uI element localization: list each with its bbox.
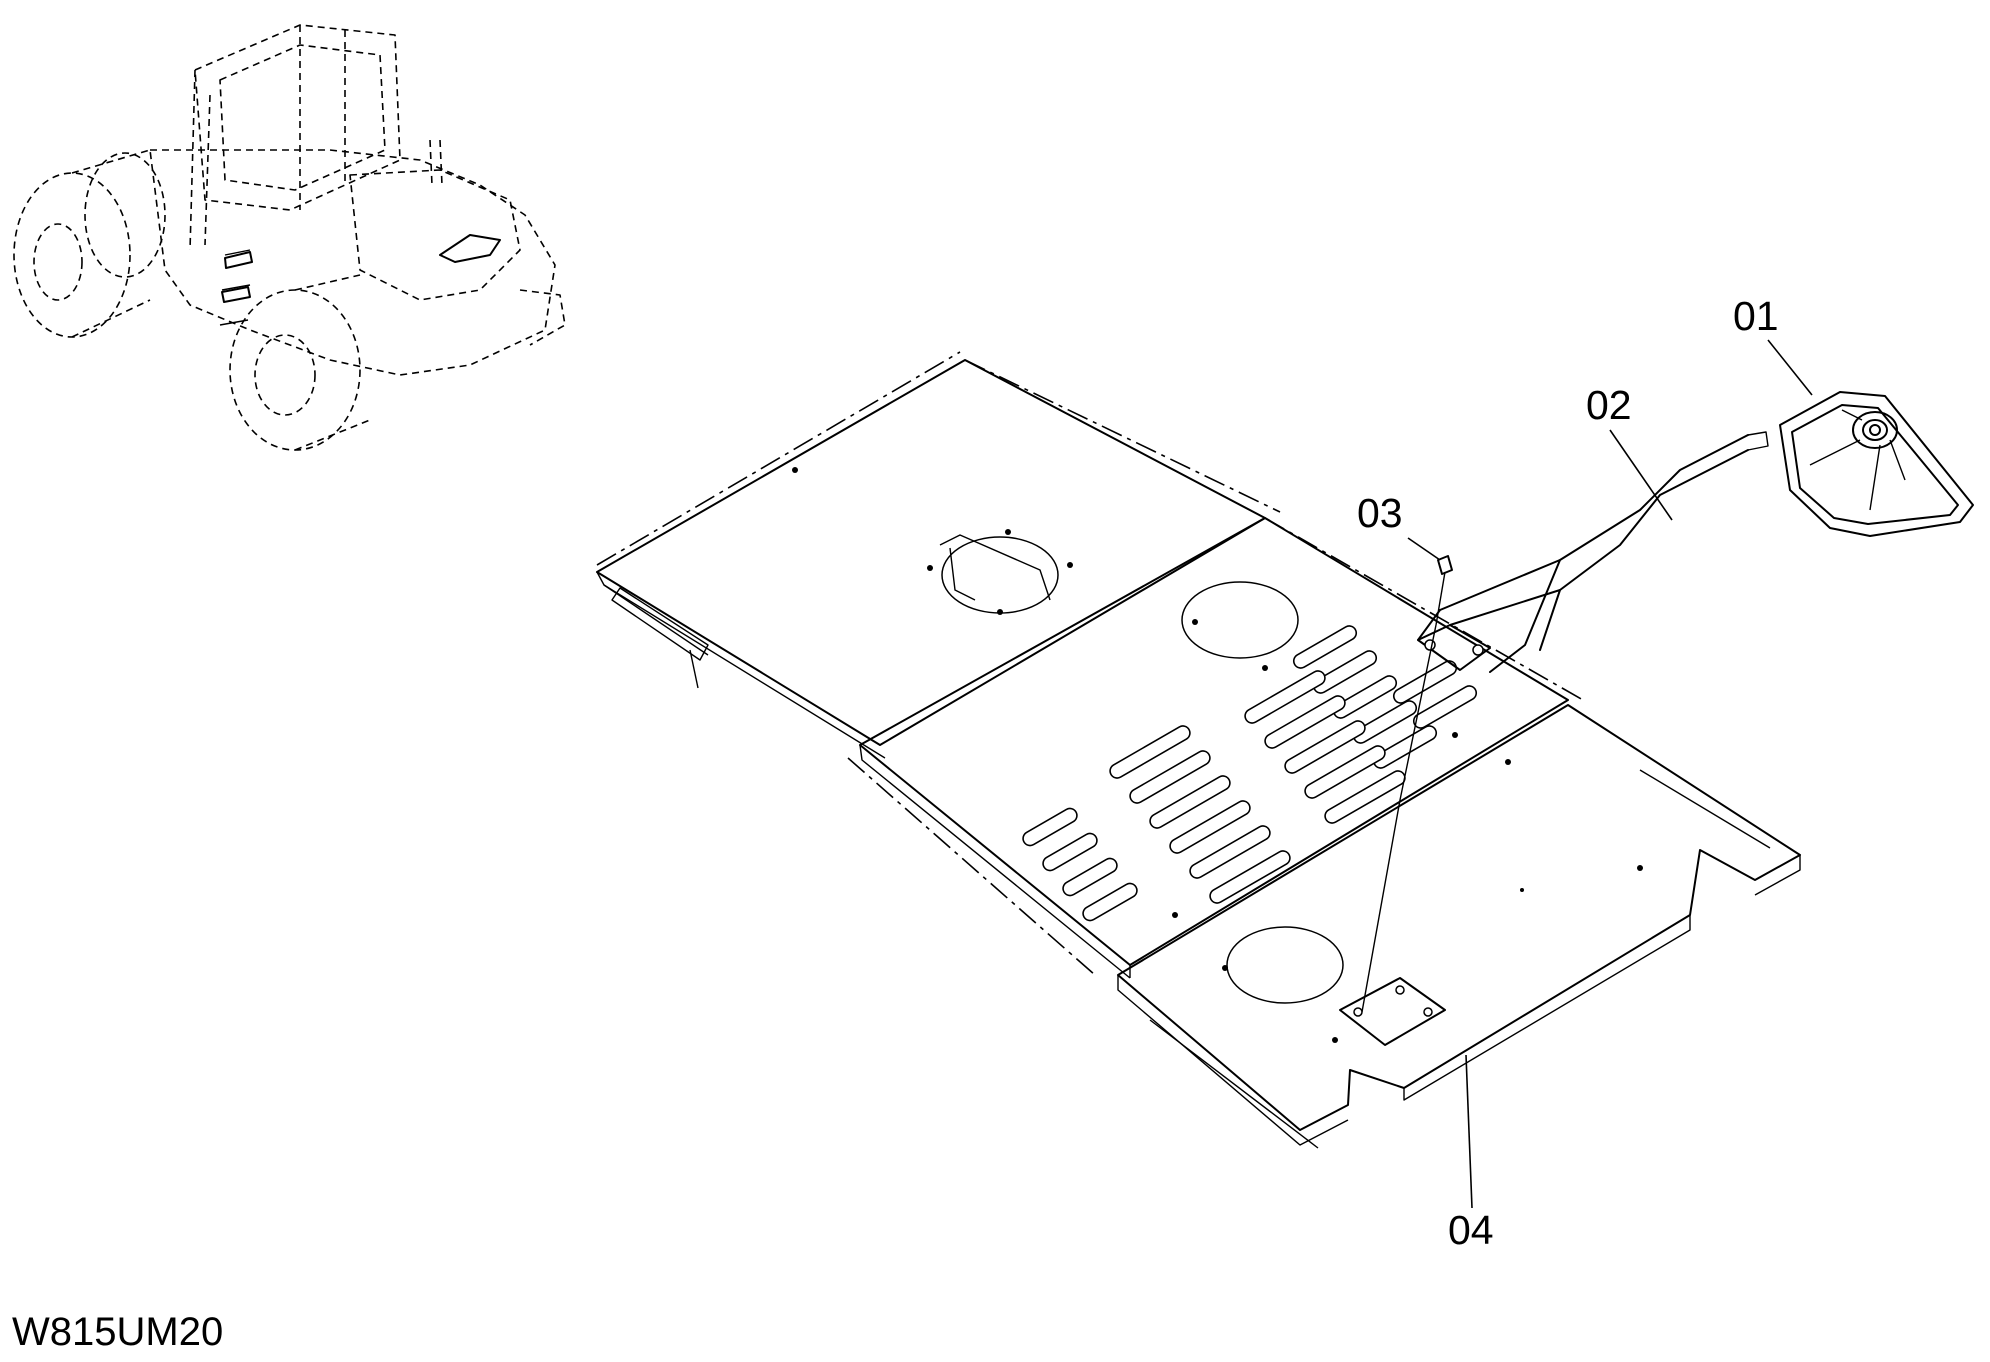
callout-03: 03 bbox=[1357, 490, 1441, 561]
mirror-stay-part-02 bbox=[1417, 431, 1769, 673]
hood-panel-assembly bbox=[596, 351, 1801, 1149]
drawing-code: W815UM20 bbox=[12, 1310, 223, 1354]
machine-overview-thumbnail bbox=[13, 24, 566, 451]
svg-text:01: 01 bbox=[1733, 293, 1779, 339]
callout-01: 01 bbox=[1733, 293, 1813, 396]
bolt-part-03 bbox=[1361, 555, 1453, 1013]
svg-text:03: 03 bbox=[1357, 490, 1403, 536]
callout-04: 04 bbox=[1448, 1054, 1494, 1253]
svg-text:04: 04 bbox=[1448, 1207, 1494, 1253]
callout-02: 02 bbox=[1586, 382, 1673, 521]
mirror-part-01 bbox=[1779, 391, 1974, 537]
vent-slots bbox=[1022, 625, 1478, 922]
svg-text:02: 02 bbox=[1586, 382, 1632, 428]
